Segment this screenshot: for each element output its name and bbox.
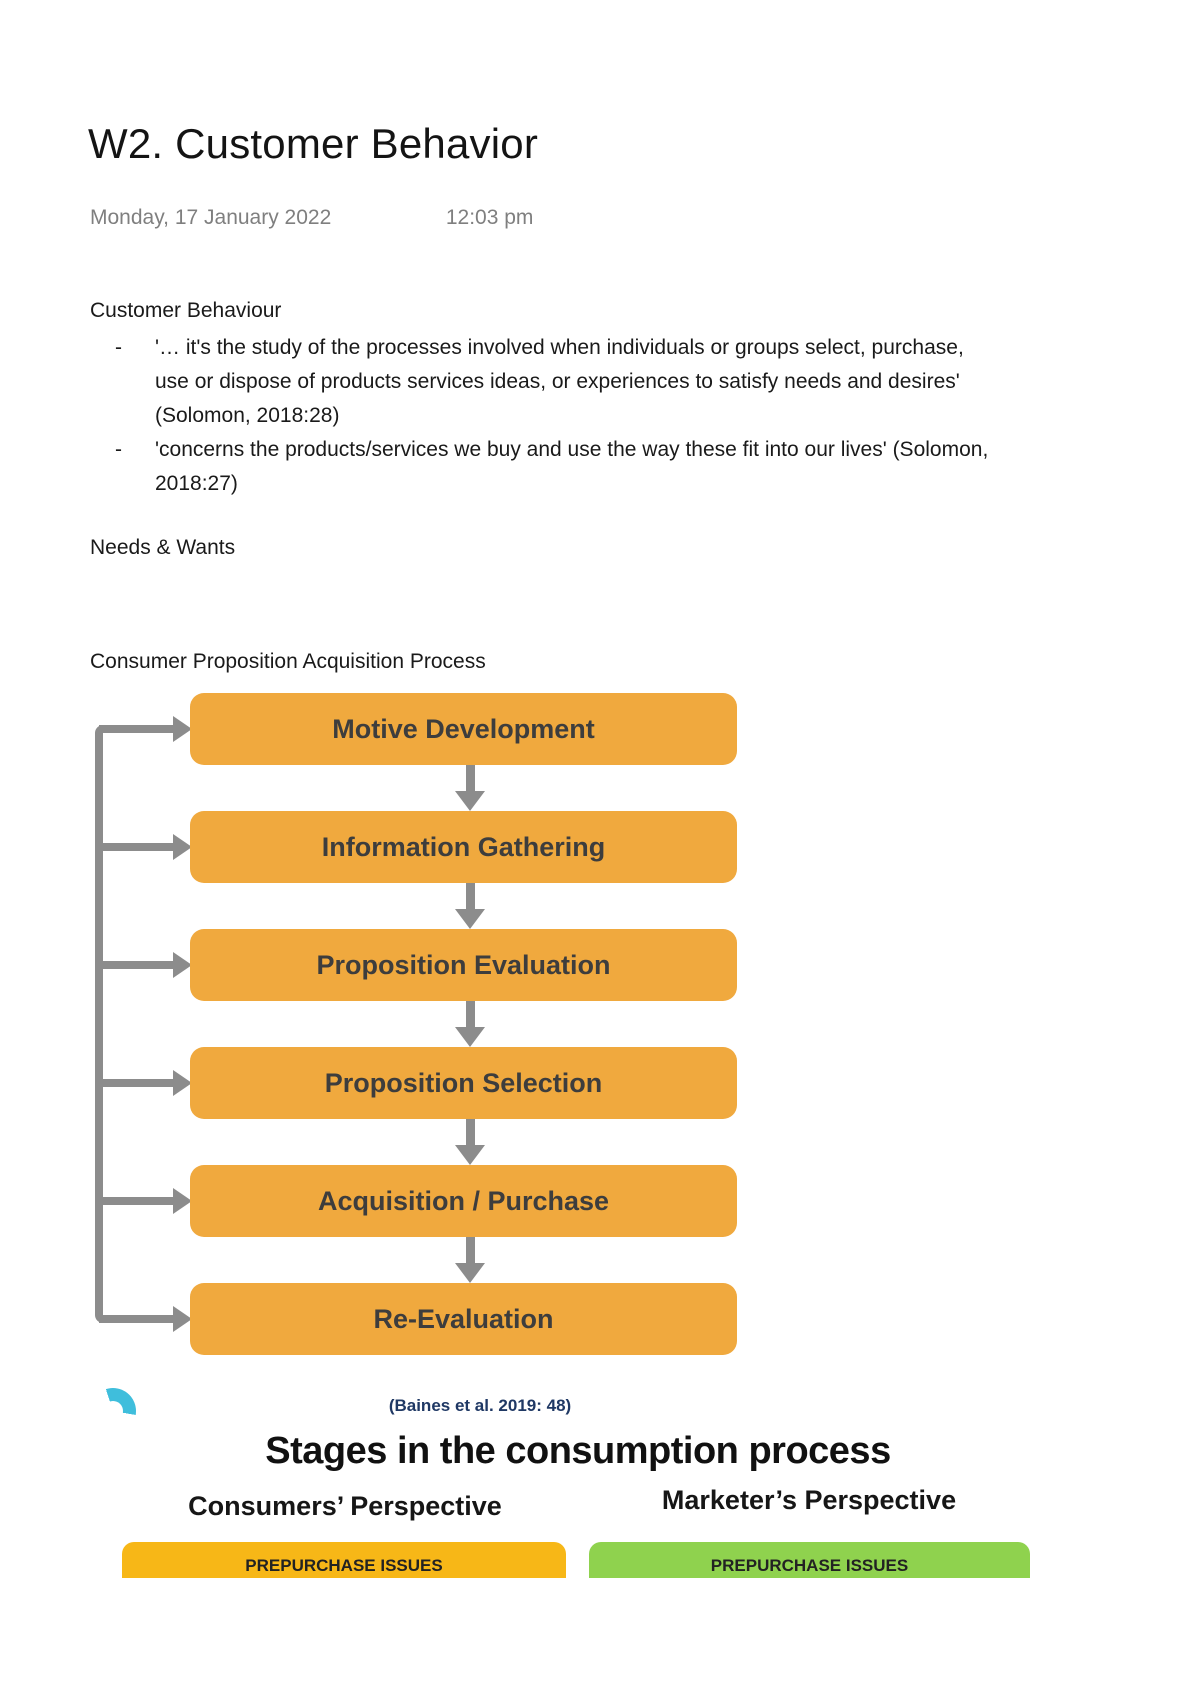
branch-arrow-icon: [99, 1315, 173, 1323]
bullet-text: 'concerns the products/services we buy a…: [155, 438, 989, 495]
logo-arc-icon: [90, 1388, 136, 1434]
page-date: Monday, 17 January 2022: [90, 206, 332, 229]
branch-arrowhead-icon: [173, 1188, 192, 1214]
down-arrow-icon: [466, 765, 475, 791]
down-arrow-icon: [466, 1001, 475, 1027]
down-arrowhead-icon: [455, 791, 485, 811]
citation: (Baines et al. 2019: 48): [388, 1396, 572, 1415]
flowchart-step-box: Information Gathering: [190, 811, 737, 883]
subheading-acquisition-process: Consumer Proposition Acquisition Process: [90, 650, 486, 673]
branch-arrowhead-icon: [173, 716, 192, 742]
down-arrow-icon: [466, 883, 475, 909]
marketers-perspective-heading: Marketer’s Perspective: [661, 1485, 957, 1515]
bullet-marker: -: [115, 438, 122, 461]
bullet-marker: -: [115, 336, 122, 359]
branch-arrow-icon: [99, 961, 173, 969]
bullet-list: - '… it's the study of the processes inv…: [90, 331, 1010, 501]
bullet-item: - '… it's the study of the processes inv…: [90, 331, 1000, 433]
bullet-item: - 'concerns the products/services we buy…: [90, 433, 1000, 501]
branch-arrow-icon: [99, 725, 173, 733]
slide-title: Stages in the consumption process: [265, 1430, 891, 1472]
down-arrow-icon: [466, 1237, 475, 1263]
branch-arrowhead-icon: [173, 834, 192, 860]
down-arrowhead-icon: [455, 1145, 485, 1165]
consumers-perspective-heading: Consumers’ Perspective: [188, 1491, 502, 1521]
prepurchase-box-marketer: PREPURCHASE ISSUES: [589, 1542, 1030, 1578]
flowchart-step-box: Proposition Evaluation: [190, 929, 737, 1001]
flowchart-step-box: Proposition Selection: [190, 1047, 737, 1119]
page-datetime: Monday, 17 January 2022 12:03 pm: [90, 206, 533, 230]
down-arrow-icon: [466, 1119, 475, 1145]
page-time: 12:03 pm: [445, 206, 534, 229]
flowchart-step-box: Re-Evaluation: [190, 1283, 737, 1355]
branch-arrow-icon: [99, 1197, 173, 1205]
branch-arrow-icon: [99, 843, 173, 851]
page-title: W2. Customer Behavior: [88, 120, 539, 167]
bullet-text: '… it's the study of the processes invol…: [155, 336, 964, 427]
down-arrowhead-icon: [455, 1027, 485, 1047]
prepurchase-box-consumer: PREPURCHASE ISSUES: [122, 1542, 566, 1578]
note-heading: Customer Behaviour: [90, 299, 282, 322]
branch-arrow-icon: [99, 1079, 173, 1087]
feedback-line: [95, 725, 103, 1323]
branch-arrowhead-icon: [173, 952, 192, 978]
subheading-needs-wants: Needs & Wants: [90, 536, 236, 559]
branch-arrowhead-icon: [173, 1070, 192, 1096]
down-arrowhead-icon: [455, 909, 485, 929]
down-arrowhead-icon: [455, 1263, 485, 1283]
branch-arrowhead-icon: [173, 1306, 192, 1332]
flowchart-step-box: Motive Development: [190, 693, 737, 765]
flowchart-step-box: Acquisition / Purchase: [190, 1165, 737, 1237]
